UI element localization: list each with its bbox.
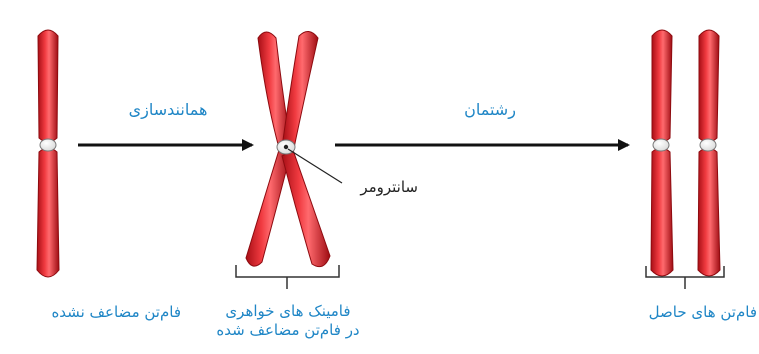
chromosome-lower-arm: [37, 148, 59, 277]
sister-chromatids-label-line2: در فام‌تن مضاعف شده: [198, 321, 378, 340]
chromosome-upper-arm: [652, 30, 672, 142]
sister-chromatids-label-line1: فامینک های خواهری: [198, 302, 378, 321]
sister-chromatid-lower-right: [282, 150, 330, 267]
separation-label: رشتمان: [440, 100, 540, 120]
unreplicated-chromosome: [37, 30, 59, 277]
resulting-chromosome-right: [698, 30, 720, 276]
chromosome-lower-arm: [698, 148, 720, 276]
chromosome-upper-arm: [699, 30, 719, 142]
centromere: [40, 139, 56, 151]
centromere: [653, 139, 669, 151]
centromere: [700, 139, 716, 151]
sister-chromatid-lower-left: [246, 150, 290, 266]
resulting-chromosomes-label: فام‌تن های حاصل: [619, 303, 757, 322]
centromere-label: سانترومر: [322, 178, 418, 197]
sister-chromatid-upper-right: [283, 31, 318, 148]
resulting-chromosome-left: [651, 30, 673, 276]
sister-chromatids-bracket: [236, 265, 339, 289]
chromosome-lower-arm: [651, 148, 673, 276]
sister-chromatids-label: فامینک های خواهری در فام‌تن مضاعف شده: [198, 302, 378, 340]
chromosome-upper-arm: [38, 30, 58, 142]
replication-label: همانندسازی: [98, 100, 238, 120]
unreplicated-chromosome-label: فام‌تن مضاعف نشده: [5, 303, 181, 322]
